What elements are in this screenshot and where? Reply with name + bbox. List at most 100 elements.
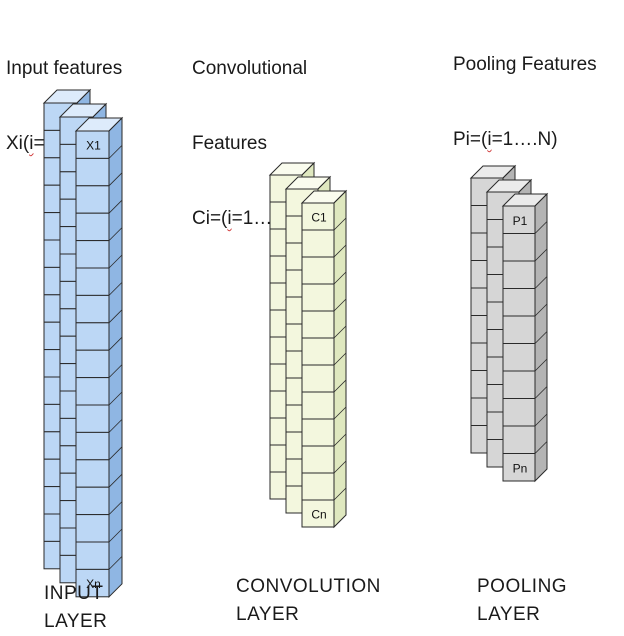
- pooling-cube: [502, 453, 536, 482]
- pooling-cube: [502, 233, 536, 262]
- input-cube-edge: [108, 254, 123, 269]
- input-cube: [75, 240, 110, 269]
- input-cube-edge: [108, 199, 123, 214]
- conv-header-line1b: Features: [192, 133, 267, 154]
- convolution-cube: [301, 229, 335, 258]
- pooling-cube: [502, 205, 536, 234]
- input-cube: [75, 212, 110, 242]
- pooling-cube: [502, 288, 536, 317]
- pool-layer-line2: LAYER: [477, 604, 541, 625]
- convolution-cube-edge: [333, 190, 347, 204]
- convolution-cube-edge: [333, 406, 347, 420]
- input-cube: [75, 404, 110, 433]
- input-cube-edge: [108, 419, 123, 433]
- input-cube: [75, 377, 110, 406]
- convolution-cube: [301, 391, 335, 420]
- input-cube-edge: [108, 446, 123, 461]
- pooling-layer-label: POOLING LAYER: [477, 573, 567, 629]
- input-cube: [75, 486, 110, 516]
- input-cube-edge: [108, 501, 123, 515]
- input-cube-edge: [108, 309, 123, 324]
- input-bottom-cube-label: Xn: [86, 577, 101, 591]
- input-cube-edge: [108, 336, 123, 351]
- input-cube: [75, 185, 110, 214]
- pooling-cube-edge: [534, 386, 548, 399]
- input-cube-edge: [108, 364, 123, 378]
- pooling-cube-edge: [534, 441, 548, 454]
- pooling-cube-edge: [534, 303, 548, 317]
- input-cube: [75, 322, 110, 351]
- input-cube: [75, 349, 110, 379]
- pooling-cube: [502, 370, 536, 399]
- convolution-cube-edge: [333, 325, 347, 339]
- input-cube-edge: [108, 528, 123, 543]
- input-stack-side-face: [108, 116, 123, 599]
- pooling-cube-edge: [534, 358, 548, 372]
- input-cube: [75, 459, 110, 488]
- pooling-cube-edge: [534, 248, 548, 262]
- input-cube-edge: [108, 117, 123, 132]
- convolution-cube: [301, 472, 335, 501]
- input-cube-edge: [108, 282, 123, 296]
- input-cube: [75, 431, 110, 461]
- pooling-cube: [502, 315, 536, 344]
- pooling-cube-edge: [502, 165, 516, 179]
- pooling-cube: [502, 260, 536, 289]
- input-cube: [75, 541, 110, 570]
- convolution-cube: [301, 283, 335, 312]
- convolution-cube: [301, 310, 335, 339]
- pool-header-line2: Pi=(i=1….N): [453, 129, 558, 150]
- pool-header-line1: Pooling Features: [453, 54, 597, 75]
- conv-header-line1: Convolutional: [192, 58, 308, 79]
- input-cube: [75, 267, 110, 296]
- convolution-cube-edge: [317, 176, 331, 190]
- pooling-cube-edge: [534, 221, 548, 234]
- pooling-cube-edge: [534, 193, 548, 207]
- convolution-bottom-cube-label: Cn: [311, 508, 326, 522]
- pooling-cube-edge: [534, 331, 548, 344]
- convolution-cube: [301, 418, 335, 447]
- convolution-cube-edge: [333, 487, 347, 501]
- input-top-cube-label: X1: [86, 139, 101, 153]
- convolution-cube: [301, 337, 335, 366]
- input-cube: [75, 568, 110, 598]
- pooling-cube-edge: [518, 179, 532, 193]
- input-cube: [75, 294, 110, 324]
- convolution-top-cube-label: C1: [311, 211, 327, 225]
- pooling-cube-edge: [534, 276, 548, 289]
- input-cube-edge: [108, 227, 123, 241]
- conv-layer-line1: CONVOLUTION: [236, 576, 381, 597]
- input-cube-edge: [108, 172, 123, 187]
- input-cube-edge: [108, 391, 123, 406]
- input-header-line1: Input features: [6, 58, 123, 79]
- convolution-cube: [301, 445, 335, 474]
- pooling-bottom-cube-label: Pn: [513, 461, 528, 475]
- input-cube-edge: [76, 89, 91, 104]
- convolution-cube-edge: [333, 244, 347, 258]
- convolution-cube: [301, 499, 335, 528]
- pooling-cube: [502, 425, 536, 454]
- convolution-cube-edge: [333, 217, 347, 231]
- convolution-cube-edge: [333, 433, 347, 447]
- input-layer-line1: INPUT: [44, 583, 104, 604]
- input-layer-line2: LAYER: [44, 611, 108, 632]
- convolution-layer-label: CONVOLUTION LAYER: [236, 573, 381, 629]
- input-cube-edge: [108, 473, 123, 488]
- input-cube: [75, 157, 110, 187]
- pooling-top-cube-label: P1: [513, 214, 528, 228]
- input-cube-edge: [108, 556, 123, 570]
- convolution-cube-edge: [333, 460, 347, 474]
- convolution-cube-edge: [333, 271, 347, 285]
- conv-layer-line2: LAYER: [236, 604, 300, 625]
- convolution-cube: [301, 202, 335, 231]
- pooling-cube: [502, 398, 536, 427]
- convolution-cube-edge: [333, 379, 347, 393]
- convolution-cube-edge: [333, 352, 347, 366]
- convolution-cube-edge: [301, 162, 315, 176]
- convolution-cube: [301, 364, 335, 393]
- pooling-cube-edge: [534, 413, 548, 427]
